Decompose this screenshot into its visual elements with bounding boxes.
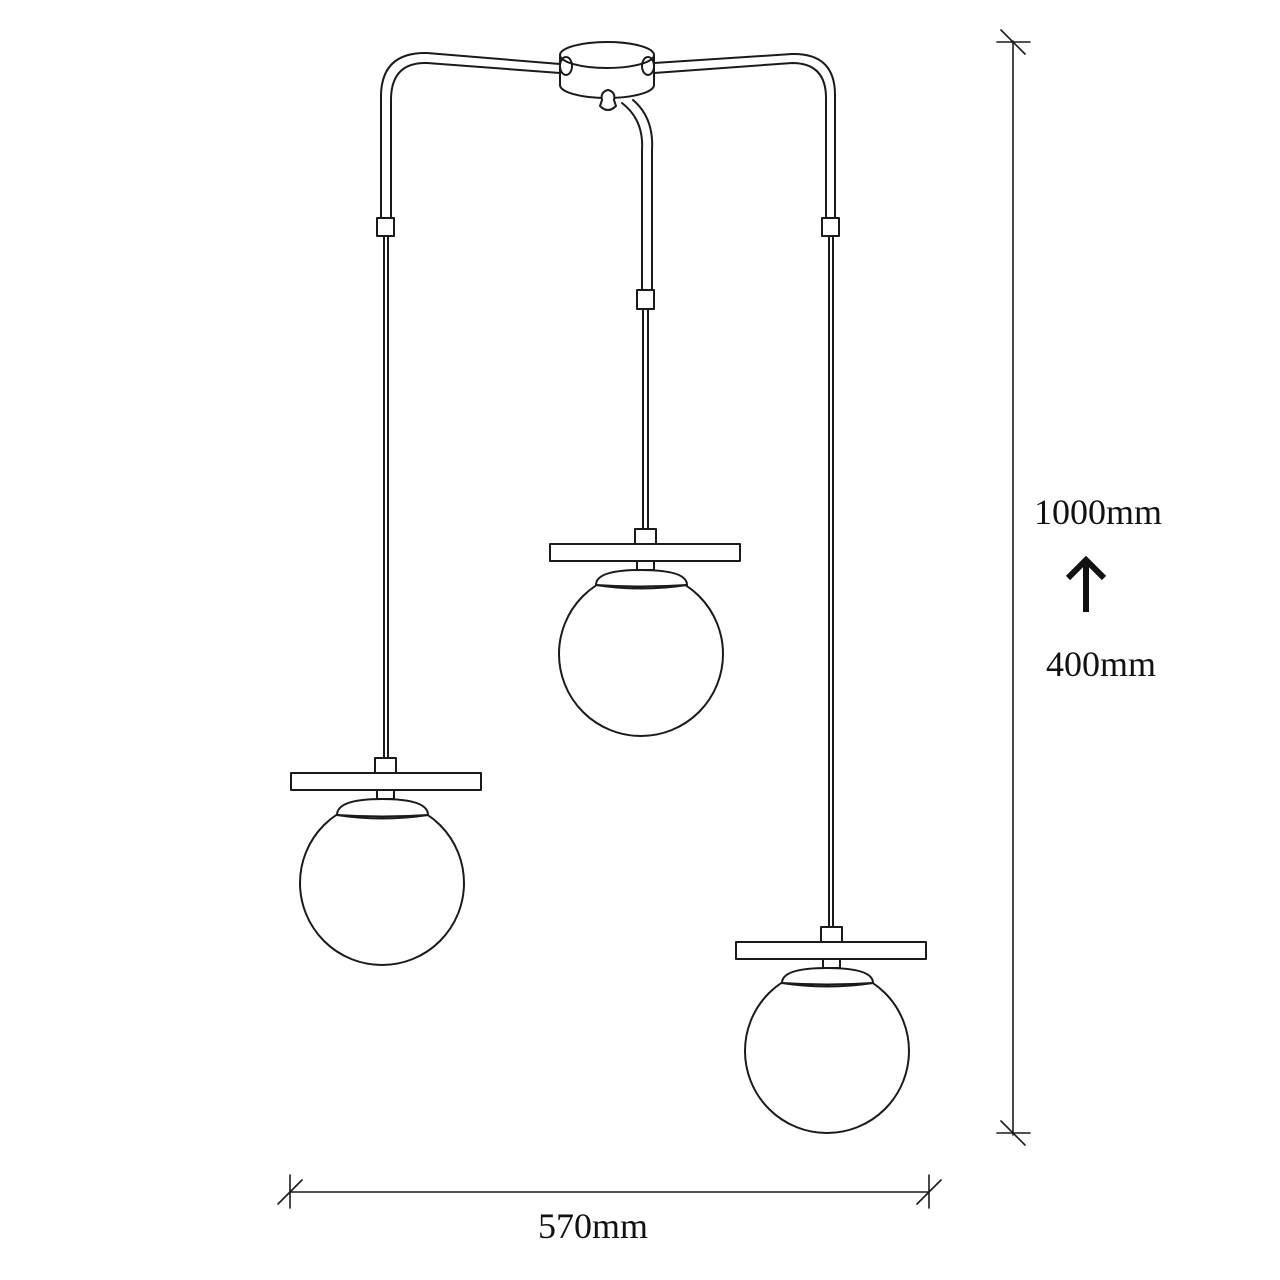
max-height-label: 1000mm (1034, 492, 1163, 532)
right-arm (653, 52, 840, 929)
center-arm (621, 99, 655, 531)
height-dimension-line (996, 29, 1031, 1146)
min-height-label: 400mm (1046, 644, 1157, 684)
width-dimension-line (277, 1174, 942, 1209)
width-label: 570mm (538, 1206, 649, 1246)
up-arrow-icon (1065, 556, 1107, 612)
center-pendant (549, 528, 741, 737)
right-pendant (735, 926, 927, 1134)
ceiling-canopy (559, 41, 655, 111)
left-arm (376, 51, 561, 759)
left-pendant (290, 757, 482, 966)
